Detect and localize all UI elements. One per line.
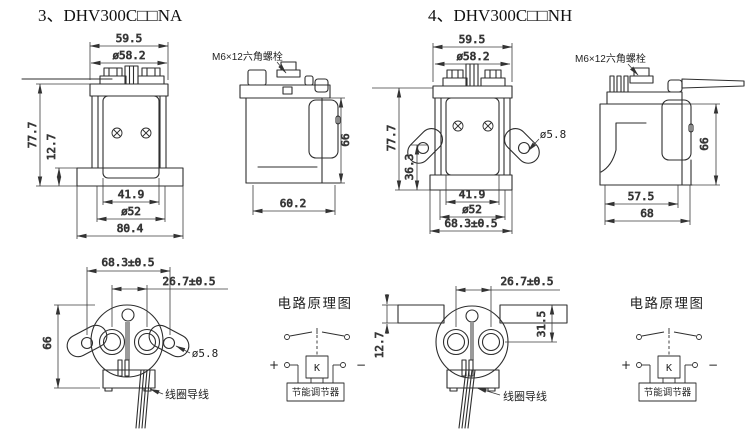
dim-bottom-top-nh: 31.5 (505, 304, 557, 343)
side-view-na: M6×12六角螺栓 66 60.2 (212, 50, 352, 215)
dim-label: 80.4 (117, 222, 144, 235)
minus-sign: − (708, 358, 718, 372)
plus-sign: + (621, 358, 631, 372)
dim-side-height-nh: 66 (682, 103, 720, 186)
dim-label: 60.2 (280, 197, 307, 210)
coil-wire-callout-na: 线圈导线 (149, 387, 209, 401)
coil-k-label: K (666, 363, 672, 374)
hole-callout-nh-front: ø5.8 (527, 128, 567, 152)
bolt-callout-na: M6×12六角螺栓 (212, 50, 287, 74)
dim-bottom-height-na: 66 (41, 304, 100, 389)
dim-label: 26.7±0.5 (501, 275, 554, 288)
dim-label: 26.7±0.5 (163, 275, 216, 288)
section-title-nh: 4、DHV300C□□NH (428, 6, 572, 25)
hole-label: ø5.8 (540, 128, 567, 141)
contactor-bottom-outline (397, 304, 568, 429)
dim-label: 66 (698, 137, 711, 150)
circuit-diagram-na: 电路原理图 K + − 节能调节器 (269, 296, 366, 402)
bolt-label: M6×12六角螺栓 (575, 52, 646, 65)
circuit-title: 电路原理图 (630, 296, 705, 311)
dim-label: 66 (41, 336, 54, 349)
contactor-side-outline (239, 61, 341, 184)
contactor-front-outline (21, 65, 184, 187)
bolt-label: M6×12六角螺栓 (212, 50, 283, 63)
dim-label: 57.5 (628, 190, 655, 203)
dim-label: ø58.2 (456, 50, 489, 63)
dim-bottom-mount-na: 68.3±0.5 (86, 256, 171, 335)
side-view-nh: M6×12六角螺栓 66 57.5 68 (575, 52, 745, 225)
coil-wire-label: 线圈导线 (503, 389, 547, 403)
dim-label: 36.3 (403, 154, 416, 181)
dim-label: 41.9 (459, 188, 486, 201)
section-dhv300c-nh: 4、DHV300C□□NH (372, 6, 745, 429)
dim-label: 68 (640, 207, 653, 220)
dim-label: 59.5 (116, 32, 143, 45)
dim-label: 66 (339, 133, 352, 146)
front-screws-nh (452, 120, 494, 132)
dim-side-width-nh: 57.5 68 (604, 185, 691, 225)
contactor-front-outline (407, 63, 540, 191)
dim-front-bottom-nh: 41.9 ø52 68.3±0.5 (429, 175, 513, 234)
front-view-na: 59.5 ø58.2 77.7 12.7 41.9 ø52 (21, 32, 184, 239)
dim-bottom-arm-nh: 12.7 (373, 294, 398, 359)
front-view-nh: 59.5 ø58.2 77.7 36.3 41.9 ø52 (372, 33, 566, 234)
hole-callout-na: ø5.8 (175, 345, 219, 360)
coil-k-label: K (314, 363, 320, 374)
bottom-view-na: 68.3±0.5 26.7±0.5 66 ø5.8 线圈导线 (41, 256, 228, 429)
circuit-title: 电路原理图 (278, 296, 353, 311)
dim-label: 31.5 (535, 311, 548, 338)
contactor-side-outline (599, 67, 745, 186)
circuit-shape (284, 328, 350, 402)
dim-side-height-na: 66 (322, 97, 352, 184)
dim-label: ø52 (462, 203, 482, 216)
dim-label: 12.7 (45, 134, 58, 161)
hole-label: ø5.8 (192, 347, 219, 360)
dim-label: 59.5 (459, 33, 486, 46)
dim-label: 12.7 (373, 332, 386, 359)
dim-front-bottom-na: 41.9 ø52 80.4 (76, 178, 184, 239)
dim-front-top-width-nh: 59.5 ø58.2 (432, 33, 513, 82)
bottom-view-nh: 26.7±0.5 12.7 31.5 线圈导线 (373, 275, 568, 429)
dim-front-height-na: 77.7 12.7 (26, 83, 90, 187)
bolt-callout-nh: M6×12六角螺栓 (575, 52, 646, 76)
plus-sign: + (269, 358, 279, 372)
dim-label: ø52 (121, 205, 141, 218)
dim-label: 41.9 (118, 188, 145, 201)
dim-label: 77.7 (26, 122, 39, 149)
circuit-diagram-nh: 电路原理图 K + − 节能调节器 (621, 296, 718, 402)
dim-side-width-na: 60.2 (252, 185, 336, 215)
dim-label: 68.3±0.5 (445, 217, 498, 230)
section-title-na: 3、DHV300C□□NA (38, 6, 183, 25)
dim-label: 77.7 (385, 125, 398, 152)
dim-label: ø58.2 (112, 49, 145, 62)
dim-bottom-pitch-na: 26.7±0.5 (111, 275, 228, 327)
coil-wire-callout-nh: 线圈导线 (476, 387, 547, 403)
front-screws-na (111, 127, 152, 139)
minus-sign: − (356, 358, 366, 372)
contactor-bottom-outline (66, 304, 190, 429)
dim-label: 68.3±0.5 (102, 256, 155, 269)
dim-bottom-pitch-nh: 26.7±0.5 (455, 275, 560, 327)
coil-wire-label: 线圈导线 (165, 387, 209, 401)
section-dhv300c-na: 3、DHV300C□□NA (21, 6, 366, 429)
regulator-label: 节能调节器 (292, 387, 340, 399)
regulator-label: 节能调节器 (644, 387, 692, 399)
dim-front-top-width-na: 59.5 ø58.2 (89, 32, 169, 80)
dim-front-height-nh: 77.7 36.3 (372, 87, 433, 191)
